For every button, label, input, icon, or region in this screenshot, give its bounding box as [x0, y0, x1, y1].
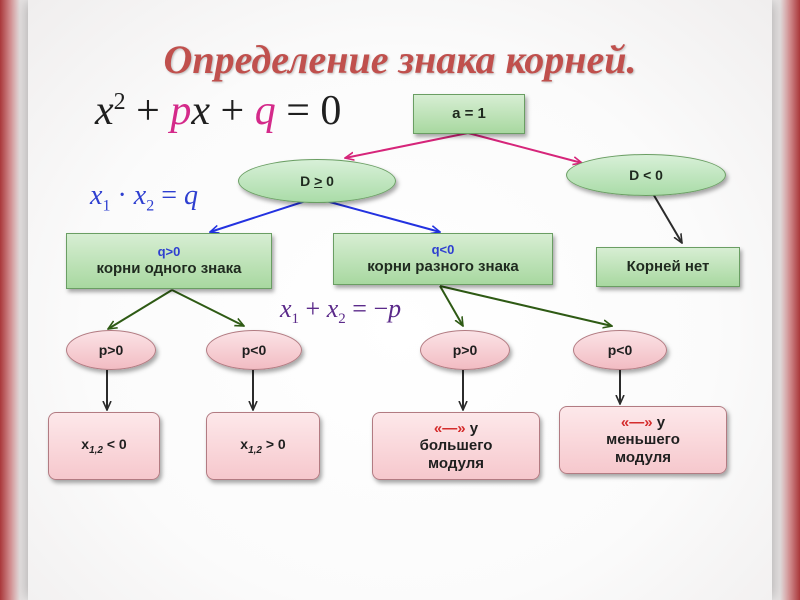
node-d-lt-zero: D < 0: [566, 154, 726, 196]
node-d-ge-zero: D > 0: [238, 159, 396, 203]
arrow-qneg-to-p3: [439, 285, 463, 326]
node-result-larger-modulus: «—» у большего модуля: [372, 412, 540, 480]
node-p1-positive: p>0: [66, 330, 156, 370]
slide-panel: [28, 0, 772, 600]
vieta-product: x1 · x2 = q: [90, 180, 198, 215]
node-q-positive: q>0 корни одного знака: [66, 233, 272, 289]
arrow-dge-to-qneg: [314, 197, 440, 232]
node-p2-negative: p<0: [206, 330, 302, 370]
node-no-roots: Корней нет: [596, 247, 740, 287]
arrow-a-to-dge: [345, 132, 469, 158]
node-a-equals-1: a = 1: [413, 94, 525, 134]
node-q-negative: q<0 корни разного знака: [333, 233, 553, 285]
arrow-dlt-to-noroots: [651, 191, 682, 243]
node-p3-positive: p>0: [420, 330, 510, 370]
arrow-qpos-to-p1: [108, 289, 173, 329]
page-title: Определение знака корней.: [163, 37, 637, 82]
node-result-smaller-modulus: «—» у меньшего модуля: [559, 406, 727, 474]
arrow-dge-to-qpos: [210, 197, 316, 232]
node-result-both-negative: x1,2 < 0: [48, 412, 160, 480]
arrow-qpos-to-p2: [171, 289, 244, 327]
quadratic-equation: x2 + px + q = 0: [95, 88, 342, 134]
arrow-qneg-to-p4: [439, 285, 612, 326]
vieta-sum: x1 + x2 = −p: [280, 294, 402, 328]
arrow-a-to-dlt: [467, 132, 582, 163]
node-result-both-positive: x1,2 > 0: [206, 412, 320, 480]
node-p4-negative: p<0: [573, 330, 667, 370]
